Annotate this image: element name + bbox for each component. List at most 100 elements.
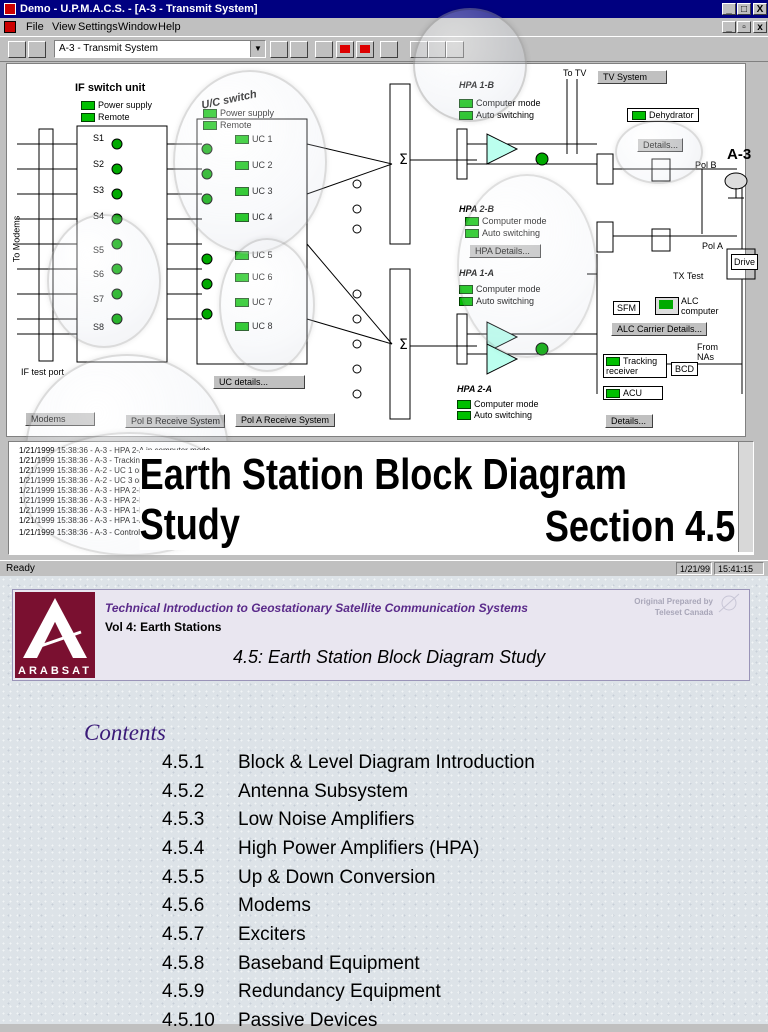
- led-icon: [632, 111, 646, 121]
- switch-s2[interactable]: S2: [93, 159, 105, 169]
- status-ready: Ready: [6, 563, 35, 574]
- zoom-icon[interactable]: [270, 41, 288, 58]
- pol-a-receive-button[interactable]: Pol A Receive System: [235, 413, 335, 427]
- hpa-1b-auto-switching-label: Auto switching: [476, 110, 535, 120]
- monitor-icon[interactable]: [356, 41, 374, 58]
- app-window: Demo - U.P.M.A.C.S. - [A-3 - Transmit Sy…: [0, 0, 768, 576]
- bcd-box[interactable]: BCD: [671, 362, 699, 376]
- menu-file[interactable]: File: [26, 21, 44, 33]
- contents-heading: Contents: [84, 720, 166, 745]
- child-restore-button[interactable]: ▫: [737, 21, 751, 33]
- section-title: 4.5: Earth Station Block Diagram Study: [233, 647, 546, 667]
- led-icon: [457, 400, 471, 410]
- if-test-port-label: IF test port: [21, 367, 65, 377]
- event-log[interactable]: 1/21/1999 15:38:36 - A-3 - HPA 2-A in co…: [8, 432, 754, 556]
- magnifier-bubble: [173, 70, 327, 254]
- hpa-2a-auto-switching: Auto switching: [457, 410, 532, 421]
- alarm-icon-fill: [340, 45, 350, 53]
- toc-title[interactable]: Passive Devices: [238, 1010, 378, 1031]
- status-time: 15:41:15: [714, 562, 764, 575]
- toc-number: 4.5.1: [162, 752, 205, 773]
- switch-s3[interactable]: S3: [93, 185, 105, 195]
- maximize-button[interactable]: □: [737, 3, 751, 15]
- toc-title[interactable]: Exciters: [238, 924, 306, 945]
- save-icon[interactable]: [380, 41, 398, 58]
- if-power-label: Power supply: [98, 100, 153, 110]
- dehydrator-indicator[interactable]: Dehydrator: [627, 108, 699, 123]
- slide: ARABSAT Technical Introduction to Geosta…: [0, 576, 768, 1031]
- toc-title[interactable]: Redundancy Equipment: [238, 981, 441, 1002]
- pol-a-label: Pol A: [702, 241, 724, 251]
- toolbar: A-3 - Transmit System ▼: [0, 36, 768, 62]
- station-label: A-3: [727, 146, 752, 163]
- alarm-icon[interactable]: [336, 41, 354, 58]
- sigma-icon: Σ: [399, 152, 408, 168]
- title-bar: Demo - U.P.M.A.C.S. - [A-3 - Transmit Sy…: [0, 0, 768, 18]
- toc-title[interactable]: High Power Amplifiers (HPA): [238, 838, 480, 859]
- chart-icon[interactable]: [290, 41, 308, 58]
- computer-icon: [655, 297, 679, 315]
- page-icon[interactable]: [28, 41, 46, 58]
- to-tv-label: To TV: [563, 68, 587, 78]
- log-scrollbar[interactable]: [738, 442, 753, 552]
- acu-box[interactable]: ACU: [603, 386, 663, 401]
- tracking-receiver-box[interactable]: Tracking receiver: [603, 354, 667, 379]
- status-bar: Ready 1/21/99 15:41:15: [0, 560, 768, 577]
- magnifier-bubble: [413, 8, 527, 122]
- toc-number: 4.5.6: [162, 895, 205, 916]
- arabsat-logo-mark: [23, 598, 87, 658]
- child-close-button[interactable]: x: [753, 21, 767, 33]
- led-icon: [606, 357, 620, 367]
- logo-text: ARABSAT: [18, 665, 92, 677]
- toc-number: 4.5.4: [162, 838, 205, 859]
- alc-computer-label: ALC computer: [681, 296, 719, 316]
- toc-title[interactable]: Baseband Equipment: [238, 953, 420, 974]
- status-date: 1/21/99: [676, 562, 712, 575]
- toc-title[interactable]: Up & Down Conversion: [238, 867, 436, 888]
- monitor-icon-fill: [360, 45, 370, 53]
- child-minimize-button[interactable]: _: [722, 21, 736, 33]
- tv-system-button[interactable]: TV System: [597, 70, 667, 84]
- toc-number: 4.5.9: [162, 981, 205, 1002]
- magnifier-bubble: [47, 214, 161, 348]
- toc-title[interactable]: Low Noise Amplifiers: [238, 809, 415, 830]
- menu-window[interactable]: Window: [118, 21, 158, 33]
- print-icon[interactable]: [8, 41, 26, 58]
- chevron-down-icon[interactable]: ▼: [250, 41, 265, 57]
- doc-icon[interactable]: [4, 21, 16, 33]
- acu-details-button[interactable]: Details...: [605, 414, 653, 428]
- window-title: Demo - U.P.M.A.C.S. - [A-3 - Transmit Sy…: [20, 3, 258, 15]
- menu-view[interactable]: View: [52, 21, 76, 33]
- alc-carrier-details-button[interactable]: ALC Carrier Details...: [611, 322, 707, 336]
- toc-number: 4.5.2: [162, 781, 205, 802]
- menu-settings[interactable]: Settings: [78, 21, 118, 33]
- uc-details-button[interactable]: UC details...: [213, 375, 305, 389]
- led-icon: [606, 389, 620, 399]
- block-diagram: Σ Σ IF switch unit Power supply Remote S…: [6, 8, 759, 548]
- led-icon: [81, 101, 95, 111]
- toc-title[interactable]: Block & Level Diagram Introduction: [238, 752, 535, 773]
- tx-test-label: TX Test: [673, 271, 704, 281]
- series-title: Technical Introduction to Geostationary …: [105, 601, 528, 615]
- magnifier-bubble: [219, 238, 315, 372]
- toc-number: 4.5.10: [162, 1010, 215, 1031]
- sfm-box[interactable]: SFM: [613, 301, 640, 315]
- app-icon[interactable]: [4, 3, 16, 15]
- hpa-2a-computer-mode: Computer mode: [457, 399, 539, 410]
- toc-title[interactable]: Modems: [238, 895, 311, 916]
- credit-line2: Teleset Canada: [654, 608, 713, 617]
- arrow-icon[interactable]: [315, 41, 333, 58]
- if-remote-label: Remote: [98, 112, 130, 122]
- from-nas-label: From NAs: [697, 342, 718, 362]
- menu-help[interactable]: Help: [158, 21, 181, 33]
- switch-s1[interactable]: S1: [93, 133, 105, 143]
- system-select[interactable]: A-3 - Transmit System ▼: [54, 40, 266, 58]
- volume-title: Vol 4: Earth Stations: [105, 620, 222, 634]
- toc-number: 4.5.7: [162, 924, 205, 945]
- hpa-2a-computer-mode-label: Computer mode: [474, 399, 539, 409]
- close-button[interactable]: X: [753, 3, 767, 15]
- minimize-button[interactable]: _: [722, 3, 736, 15]
- drive-box[interactable]: Drive: [731, 254, 759, 270]
- slide-banner: ARABSAT Technical Introduction to Geosta…: [12, 589, 750, 681]
- toc-title[interactable]: Antenna Subsystem: [238, 781, 409, 802]
